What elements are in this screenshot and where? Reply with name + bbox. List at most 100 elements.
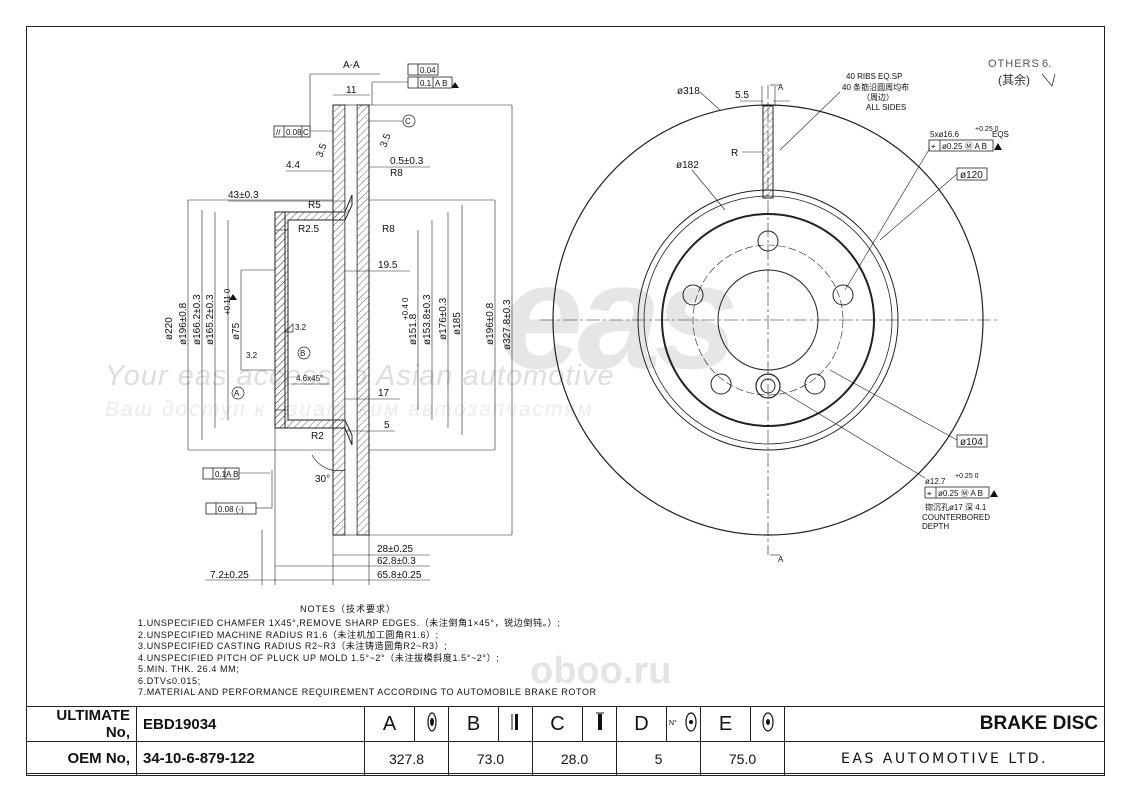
notes-title: NOTES（技术要求） (300, 604, 397, 614)
disc-section (274, 104, 370, 536)
svg-text:3.5: 3.5 (378, 132, 393, 149)
svg-text:⌖: ⌖ (931, 142, 936, 151)
dim-dia176: ø176±0.3 (438, 297, 449, 340)
svg-text:⌖: ⌖ (927, 489, 932, 498)
svg-text:0.1: 0.1 (215, 470, 227, 479)
note-line: 7.MATERIAL AND PERFORMANCE REQUIREMENT A… (138, 687, 597, 697)
col-c-letter: C (532, 706, 583, 742)
dim-7-2: 7.2±0.25 (210, 570, 249, 581)
svg-text:ø120: ø120 (960, 170, 983, 181)
dim-dia220: ø220 (164, 317, 175, 340)
dim-dia151-tol: +0.4 0 (401, 297, 410, 320)
col-b-value: 73.0 (448, 741, 533, 776)
svg-text:+0.25 0: +0.25 0 (975, 126, 999, 133)
svg-text:0.08: 0.08 (286, 128, 302, 137)
oem-value: 34-10-6-879-122 (136, 741, 365, 776)
gdt-frame-top: 0.04 0.1 A B (371, 63, 459, 105)
others-value: 6. (1042, 58, 1051, 70)
others-label: OTHERS (988, 58, 1040, 70)
svg-text:5xø16.6: 5xø16.6 (930, 130, 959, 139)
svg-text:ø0.25 Ⓜ A B: ø0.25 Ⓜ A B (938, 489, 983, 498)
note-line: 2.UNSPECIFIED MACHINE RADIUS R1.6（未注机加工圆… (138, 629, 439, 640)
gdt-runout-bottom: 0.1 A B (202, 467, 270, 480)
dim-r2: R2 (311, 431, 324, 442)
section-label: A-A (343, 60, 360, 71)
svg-text:C: C (405, 117, 411, 126)
watermark-logo: eas (500, 232, 738, 400)
note-line: 5.MIN. THK. 26.4 MM; (138, 664, 240, 674)
datum-a: A (231, 386, 245, 400)
datum-b: B (297, 346, 311, 360)
dim-3-2-top: 3.2 (246, 351, 258, 360)
dim-dia165: ø165.2±0.3 (205, 294, 216, 345)
holes-callout: 5xø16.6 +0.25 0 EQS ⌖ ø0.25 Ⓜ A B (928, 126, 1009, 152)
dim-r: R (731, 148, 738, 159)
svg-text:A B: A B (435, 79, 447, 88)
col-a-value: 327.8 (364, 741, 449, 776)
svg-text:C: C (303, 128, 309, 137)
dim-5-5: 5.5 (735, 90, 749, 101)
svg-text:N°: N° (669, 719, 677, 727)
svg-text:ø0.25 Ⓜ A B: ø0.25 Ⓜ A B (942, 142, 987, 151)
ultimate-label: ULTIMATE No, (26, 706, 137, 742)
dim-62-8: 62.8±0.3 (377, 556, 416, 567)
dim-11: 11 (346, 85, 357, 96)
svg-text:3.5: 3.5 (314, 142, 329, 159)
title-block: ULTIMATE No, EBD19034 A B C D N° E BRAKE… (26, 706, 1105, 776)
ultimate-value: EBD19034 (136, 706, 365, 742)
dim-5: 5 (384, 420, 390, 431)
dim-65-8: 65.8±0.25 (377, 570, 422, 581)
svg-text:0.08 (-): 0.08 (-) (218, 505, 244, 514)
dim-r5: R5 (308, 200, 321, 211)
svg-text:EQS: EQS (992, 130, 1009, 139)
col-b-letter: B (448, 706, 499, 742)
dim-3-2-side: 3.2 (295, 323, 307, 332)
dim-120-box: ø120 (956, 167, 988, 181)
col-e-letter: E (700, 706, 751, 742)
svg-text:0.1: 0.1 (420, 79, 432, 88)
svg-text:ø12.7: ø12.7 (925, 477, 946, 486)
bolt-holes-icon: N° (666, 706, 701, 742)
svg-text://: // (276, 128, 281, 137)
dim-dia196-left: ø196±0.8 (178, 302, 189, 345)
dim-4-4: 4.4 (286, 160, 300, 171)
disc-thickness-icon (582, 706, 617, 742)
datum-c: C (369, 114, 416, 128)
ribs-note-3: （周边） (862, 92, 894, 102)
counterbore-callout: ø12.7 +0.25 0 ⌖ ø0.25 Ⓜ A B 锪沉孔ø17 深 4.1… (922, 473, 998, 531)
dim-r8-top: R8 (390, 168, 403, 179)
disc-front-view (540, 85, 1000, 555)
dim-17: 17 (378, 388, 390, 399)
svg-text:DEPTH: DEPTH (922, 522, 949, 531)
dim-0-5: 0.5±0.3 (390, 156, 424, 167)
dim-r25: R2.5 (298, 224, 320, 235)
dim-dia151: ø151.8 (408, 313, 419, 345)
section-mark-bottom: A (778, 555, 784, 564)
col-e-value: 75.0 (700, 741, 785, 776)
technical-drawing: OTHERS 6. (其余) A-A 0.04 0.1 A B 11 (164, 58, 1056, 585)
ribs-note-1: 40 RIBS EQ.SP (846, 72, 902, 81)
dim-dia185: ø185 (452, 312, 463, 335)
dim-chamfer: 4.6x45° (296, 374, 323, 383)
ribs-note-2: 40 条筋沿圆周均布 (842, 82, 909, 92)
dim-dia327: ø327.8±0.3 (502, 299, 513, 350)
product-name: BRAKE DISC (784, 706, 1105, 742)
dim-dia196-right: ø196±0.8 (485, 302, 496, 345)
center-bore-icon (750, 706, 785, 742)
svg-text:COUNTERBORED: COUNTERBORED (922, 513, 990, 522)
col-c-value: 28.0 (532, 741, 617, 776)
gdt-flatness-bottom: 0.08 (-) (205, 470, 273, 515)
note-line: 4.UNSPECIFIED PITCH OF PLUCK UP MOLD 1.5… (138, 652, 500, 663)
svg-text:B: B (300, 349, 305, 358)
note-line: 3.UNSPECIFIED CASTING RADIUS R2~R3（未注铸造圆… (138, 641, 448, 651)
dim-dia75-tol: +0.11 0 (223, 288, 232, 315)
svg-text:0.04: 0.04 (420, 66, 436, 75)
col-a-letter: A (364, 706, 415, 742)
col-d-value: 5 (616, 741, 701, 776)
dim-30deg: 30° (315, 474, 330, 485)
col-d-letter: D (616, 706, 667, 742)
dim-182: ø182 (676, 160, 699, 171)
disc-height-icon (498, 706, 533, 742)
oem-label: OEM No, (26, 741, 137, 776)
note-line: 6.DTV≤0.015; (138, 675, 201, 686)
